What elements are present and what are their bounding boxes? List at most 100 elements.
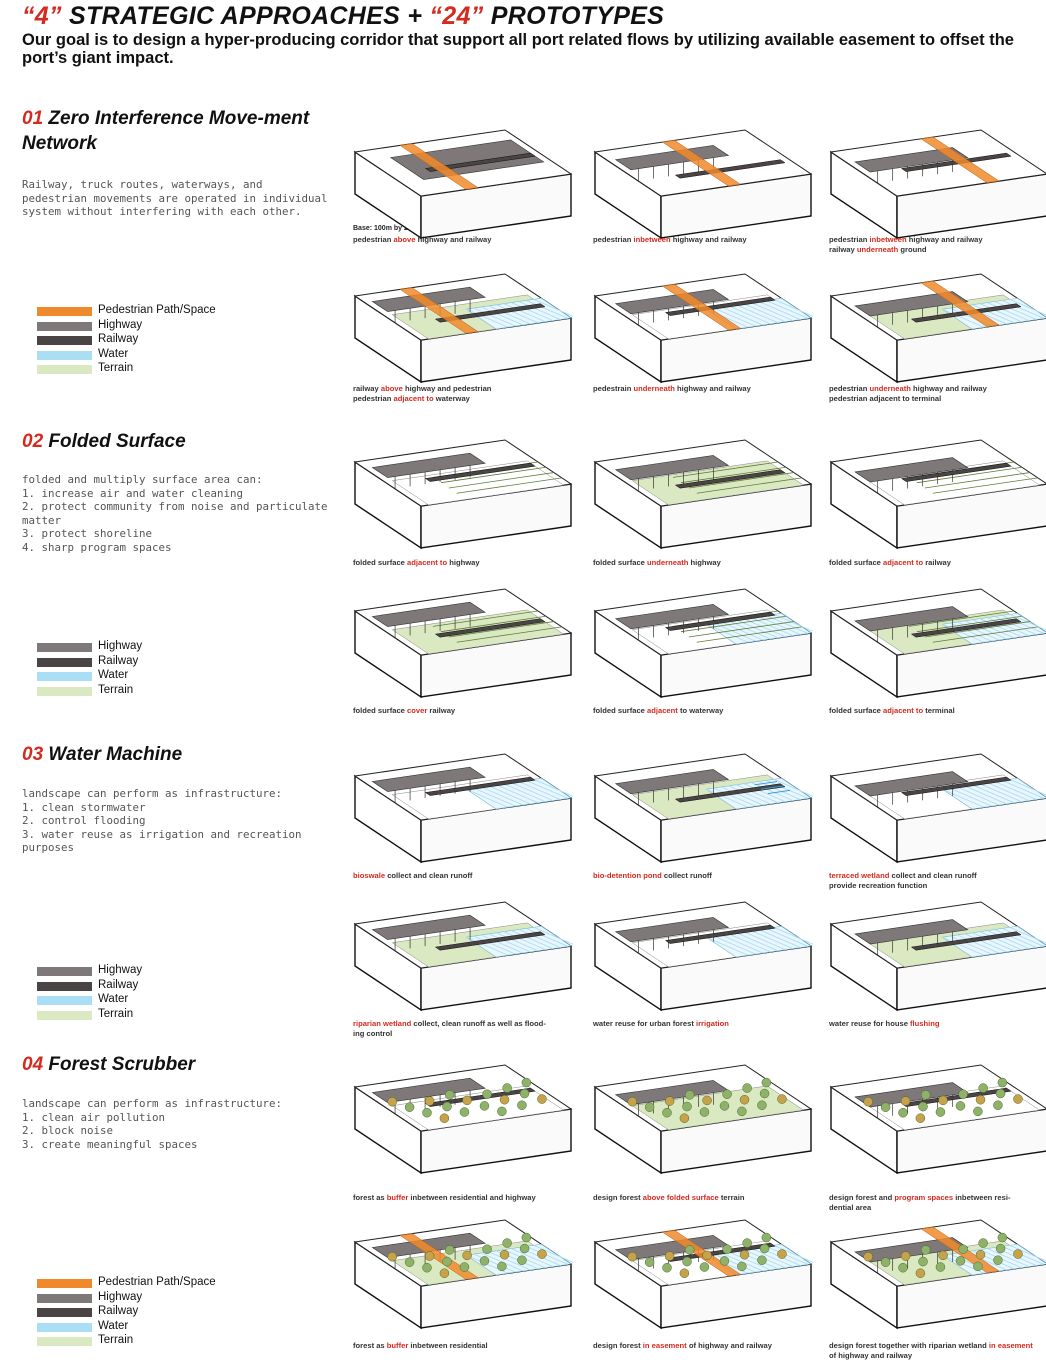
- prototype-caption: water reuse for house flushing: [829, 1019, 1046, 1029]
- highway-deck: [854, 771, 969, 797]
- railway-track: [664, 296, 776, 316]
- caption-highlight: underneath: [647, 558, 689, 567]
- prototype-diagram: [593, 438, 813, 556]
- legend-label: Terrain: [98, 1007, 134, 1020]
- tree-canopy: [997, 1077, 1008, 1088]
- legend-swatch: [37, 1293, 92, 1303]
- section-title: 02 Folded Surface: [22, 429, 322, 454]
- caption-text: collect and clean runoff: [385, 871, 473, 880]
- legend-label: Railway: [98, 654, 139, 667]
- legend-swatch: [37, 1308, 92, 1317]
- tree-canopy: [993, 1100, 1003, 1110]
- legend-label: Water: [98, 993, 129, 1005]
- tree-canopy: [1013, 1094, 1023, 1104]
- caption-text: inbetween resi- dential area: [829, 1193, 1011, 1212]
- tree-canopy: [938, 1095, 948, 1106]
- tree-canopy: [497, 1261, 507, 1272]
- prototype-caption: pedestrian inbetween highway and railway…: [829, 235, 1046, 255]
- tree-canopy: [664, 1251, 675, 1261]
- prototype-diagram: [353, 1063, 573, 1181]
- tree-canopy: [702, 1250, 712, 1261]
- railway-track: [434, 618, 546, 638]
- axonometric-diagram: [353, 273, 573, 384]
- legend-swatch: [37, 981, 92, 991]
- prototype-caption: folded surface adjacent to terminal: [829, 706, 1046, 716]
- caption-highlight: bio-detention pond: [593, 871, 662, 880]
- caption-text: highway and railway: [674, 384, 751, 393]
- tree-canopy: [880, 1102, 891, 1112]
- prototype-diagram: [353, 752, 573, 870]
- tree-canopy: [737, 1261, 747, 1272]
- axonometric-diagram: [593, 1064, 813, 1175]
- tree-canopy: [978, 1238, 988, 1248]
- axonometric-diagram: [829, 439, 1046, 550]
- tree-canopy: [422, 1107, 432, 1118]
- legend-item: Highway: [37, 964, 257, 979]
- railway-track: [424, 776, 536, 796]
- caption-text: railway: [923, 558, 951, 567]
- tree-canopy: [684, 1245, 695, 1255]
- tree-canopy: [684, 1090, 695, 1100]
- caption-text: inbetween residential and highway: [408, 1193, 536, 1202]
- legend-swatch: [37, 336, 92, 345]
- tree-canopy: [761, 1232, 772, 1243]
- caption-highlight: buffer: [386, 1193, 409, 1202]
- caption-highlight: inbetween: [869, 235, 907, 244]
- caption-text: waterway: [433, 394, 470, 403]
- legend-swatch: [37, 1279, 92, 1288]
- axonometric-diagram: [593, 1219, 813, 1330]
- caption-text: folded surface: [593, 706, 648, 715]
- legend-label: Water: [98, 669, 129, 681]
- caption-text: design forest: [593, 1193, 643, 1202]
- prototype-diagram: [829, 752, 1046, 870]
- caption-text: highway and railway: [670, 235, 747, 244]
- tree-canopy: [702, 1095, 712, 1106]
- caption-highlight: cover: [407, 706, 428, 715]
- tree-canopy: [759, 1088, 770, 1099]
- tree-canopy: [863, 1251, 873, 1262]
- caption-text: highway: [447, 558, 480, 567]
- highway-deck: [614, 604, 730, 630]
- pedestrian-path: [661, 140, 742, 187]
- prototype-diagram: [593, 587, 813, 705]
- prototype-caption: pedestrian inbetween highway and railway: [593, 235, 823, 245]
- section-title-text: Folded Surface: [48, 431, 186, 452]
- legend-swatch: [37, 1010, 92, 1020]
- axonometric-diagram: [829, 1064, 1046, 1175]
- legend-swatch: [37, 967, 92, 976]
- tree-canopy: [517, 1255, 527, 1265]
- legend-label: Highway: [98, 1290, 143, 1303]
- tree-canopy: [757, 1100, 767, 1110]
- tree-canopy: [479, 1256, 490, 1266]
- railway-track: [910, 931, 1022, 951]
- railway-track: [910, 618, 1022, 638]
- highway-deck: [614, 769, 730, 795]
- railway-track: [424, 152, 536, 172]
- poster-title: “4” STRATEGIC APPROACHES + “24” PROTOTYP…: [22, 2, 664, 31]
- caption-text: collect runoff: [661, 871, 712, 880]
- caption-text: folded surface: [353, 706, 408, 715]
- axonometric-diagram: [353, 588, 573, 699]
- tree-canopy: [777, 1094, 787, 1104]
- tree-canopy: [719, 1256, 730, 1266]
- tree-canopy: [975, 1249, 986, 1260]
- tree-canopy: [918, 1101, 928, 1112]
- legend-label: Water: [98, 347, 129, 360]
- caption-text: of highway and railway: [686, 1341, 772, 1350]
- tree-canopy: [900, 1096, 911, 1106]
- pedestrian-path: [920, 136, 1000, 184]
- legend-item: Water: [37, 669, 257, 684]
- legend-swatch: [37, 1322, 92, 1332]
- legend-item: Railway: [37, 1305, 257, 1320]
- tree-canopy: [759, 1243, 770, 1254]
- tree-canopy: [699, 1107, 710, 1117]
- tree-canopy: [993, 1255, 1003, 1265]
- legend-item: Highway: [37, 640, 257, 655]
- legend-label: Pedestrian Path/Space: [98, 1276, 216, 1288]
- caption-text: to waterway: [677, 706, 724, 715]
- axonometric-diagram: [829, 753, 1046, 864]
- tree-canopy: [479, 1101, 490, 1111]
- caption-text: design forest together with riparian wet…: [829, 1341, 989, 1350]
- caption-text: highway and railway pedestrian adjacent …: [829, 384, 987, 403]
